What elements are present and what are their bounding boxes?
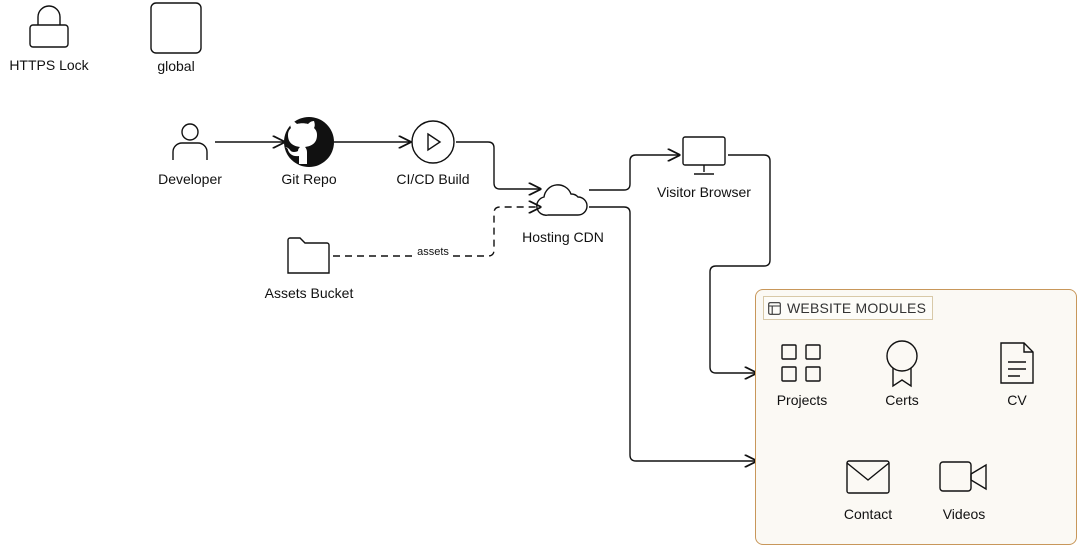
layout-icon	[768, 301, 781, 315]
edge-browser-modules	[709, 154, 771, 373]
global-box-icon	[150, 2, 202, 54]
cicd-label: CI/CD Build	[396, 171, 470, 187]
lock-icon	[29, 5, 69, 48]
monitor-icon	[682, 136, 726, 175]
group-title-text: WEBSITE MODULES	[787, 300, 927, 316]
website-modules-group	[755, 289, 1077, 545]
video-icon	[939, 461, 987, 492]
git-repo-label: Git Repo	[281, 171, 337, 187]
award-icon	[886, 340, 918, 388]
cdn-label: Hosting CDN	[522, 229, 604, 245]
developer-icon	[172, 123, 208, 160]
edge-cicd-cdn	[456, 141, 540, 189]
github-icon	[284, 117, 334, 167]
edge-assets-label: assets	[415, 246, 451, 258]
module-cv-label: CV	[1007, 392, 1027, 408]
module-contact-label: Contact	[843, 506, 893, 522]
module-certs-label: Certs	[885, 392, 919, 408]
edge-cdn-browser	[589, 155, 679, 191]
group-title: WEBSITE MODULES	[763, 296, 934, 320]
play-circle-icon	[411, 120, 455, 164]
module-videos-label: Videos	[942, 506, 986, 522]
folder-icon	[287, 237, 330, 274]
assets-bucket-label: Assets Bucket	[264, 285, 354, 301]
lock-label: HTTPS Lock	[9, 57, 89, 73]
browser-label: Visitor Browser	[657, 184, 751, 200]
document-icon	[1000, 342, 1034, 384]
edge-assets-cdn	[333, 207, 540, 257]
mail-icon	[846, 460, 890, 494]
global-label: global	[157, 58, 195, 74]
developer-label: Developer	[158, 171, 222, 187]
edge-cdn-modules	[589, 206, 756, 461]
grid-icon	[781, 344, 821, 382]
module-projects-label: Projects	[776, 392, 828, 408]
